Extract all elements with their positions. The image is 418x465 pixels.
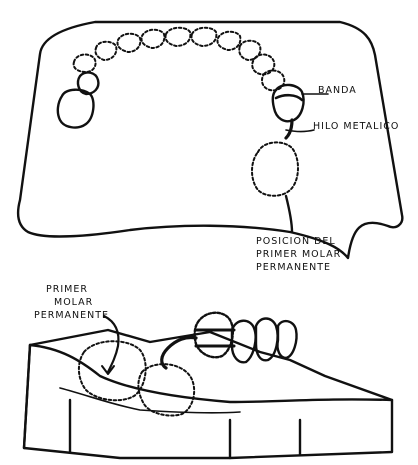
primer-label-line3: PERMANENTE	[34, 310, 109, 321]
posicion-label-line3: PERMANENTE	[256, 262, 331, 273]
primer-label-line1: PRIMER	[46, 284, 88, 295]
model-top-edge	[30, 345, 392, 402]
posicion-leader	[286, 196, 292, 232]
posicion-label-line1: POSICION DEL	[256, 236, 336, 247]
model-dotted-teeth	[79, 341, 194, 415]
primer-leader	[104, 316, 118, 372]
model-incisor-2	[277, 321, 296, 358]
left-premolar	[78, 73, 98, 94]
hilo-leader	[286, 130, 314, 132]
model-front-edge	[24, 345, 30, 448]
upper-arch-view	[18, 22, 402, 258]
model-banded-tooth	[195, 313, 233, 358]
band-ring	[276, 95, 302, 100]
primer-label-line2: MOLAR	[54, 297, 93, 308]
model-side-view	[24, 313, 392, 458]
left-molar	[58, 90, 94, 128]
future-molar-outline	[252, 142, 298, 195]
banded-molar	[273, 85, 304, 121]
anterior-teeth	[74, 28, 285, 91]
model-base-line	[70, 400, 300, 458]
banda-label: BANDA	[318, 85, 357, 96]
wire-loop	[286, 120, 292, 138]
hilo-label: HILO METALICO	[313, 121, 399, 132]
posicion-label-line2: PRIMER MOLAR	[256, 249, 341, 260]
